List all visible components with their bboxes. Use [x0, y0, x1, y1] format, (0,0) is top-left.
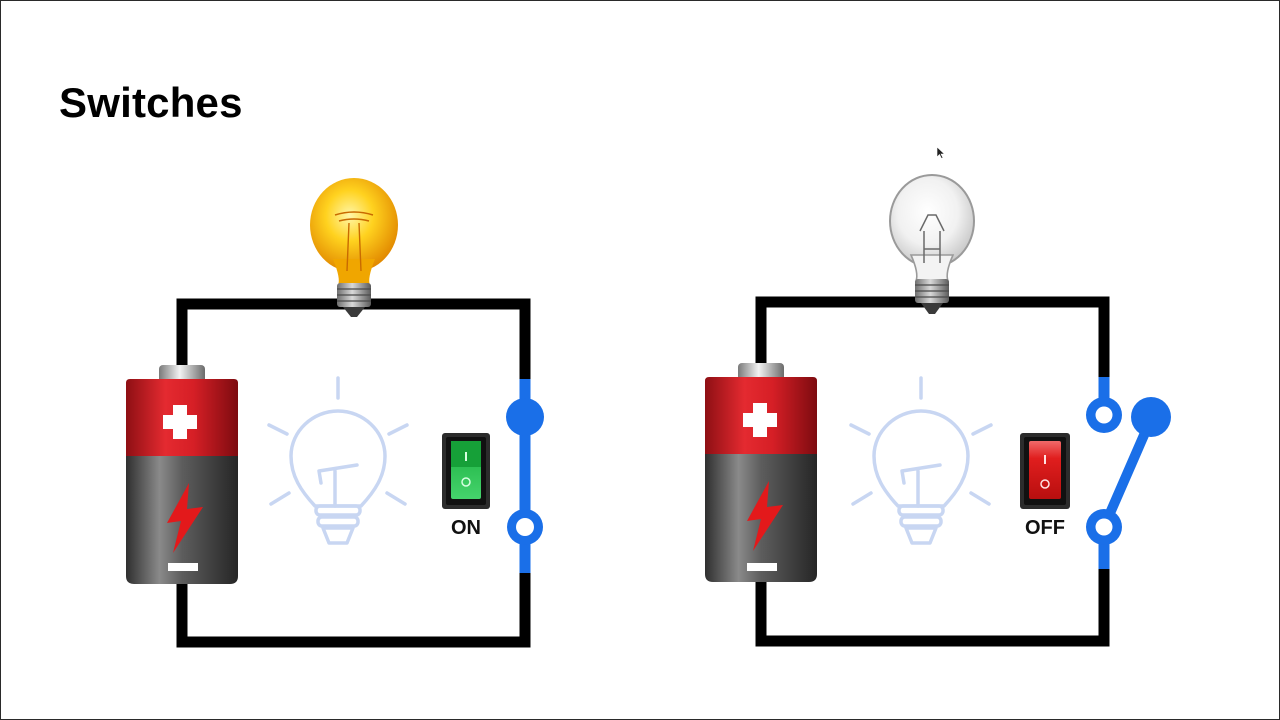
battery-icon — [126, 365, 238, 584]
light-bulb-icon-unlit — [889, 174, 975, 314]
circuit-closed: ON — [126, 178, 544, 648]
lightning-bolt-icon — [167, 483, 203, 553]
contact-terminal-top — [506, 398, 544, 436]
light-bulb-icon-lit — [310, 178, 398, 317]
switch-lever — [1099, 414, 1156, 532]
switch-label-off: OFF — [1025, 517, 1065, 539]
minus-sign-icon — [747, 563, 777, 571]
lever-knob — [1131, 397, 1171, 437]
battery-icon — [705, 363, 817, 582]
switch-label-on: ON — [451, 517, 481, 539]
rocker-switch-off[interactable]: OFF — [1020, 433, 1070, 539]
plus-sign-icon — [743, 403, 777, 437]
slide-title: Switches — [59, 79, 243, 126]
lightning-bolt-icon — [747, 481, 783, 551]
switch-contacts-open — [1086, 377, 1171, 569]
light-bulb-outline-icon — [267, 376, 409, 545]
mouse-cursor-icon — [937, 147, 945, 159]
minus-sign-icon — [168, 563, 198, 571]
circuit-open: OFF — [705, 174, 1171, 647]
rocker-switch-on[interactable]: ON — [442, 433, 490, 539]
plus-sign-icon — [163, 405, 197, 439]
switch-contacts-closed — [506, 379, 544, 573]
light-bulb-outline-icon — [849, 376, 993, 545]
